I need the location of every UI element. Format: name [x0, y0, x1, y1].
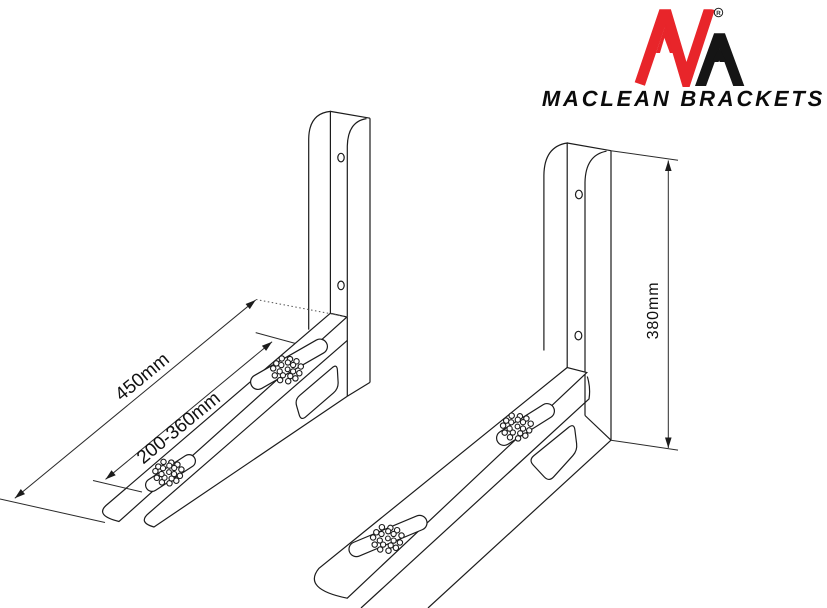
svg-text:R: R	[716, 10, 721, 17]
svg-text:380mm: 380mm	[645, 282, 662, 340]
svg-text:MACLEAN BRACKETS: MACLEAN BRACKETS	[542, 86, 825, 111]
